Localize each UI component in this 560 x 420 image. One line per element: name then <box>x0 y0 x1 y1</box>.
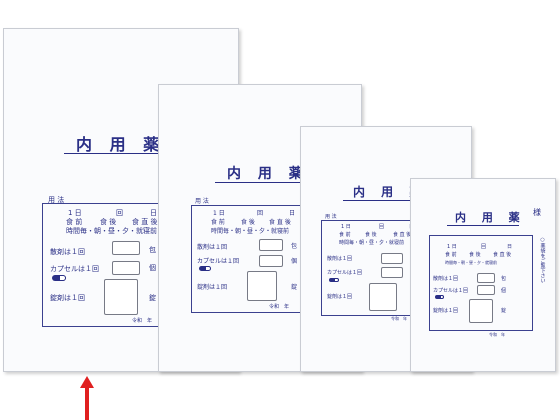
meal-right-after: 食 直 後 <box>493 252 512 258</box>
capsule-unit: 個 <box>501 288 507 294</box>
title-underline <box>64 153 184 154</box>
powder-unit: 包 <box>149 246 156 254</box>
tablet-unit: 錠 <box>501 308 507 314</box>
tablet-box <box>469 299 493 323</box>
envelope-title: 内 用 薬 <box>455 211 526 224</box>
usage-heading: 用 法 <box>195 198 209 205</box>
capsule-label: カプセルは１回 <box>197 258 240 265</box>
tablet-box <box>104 279 138 315</box>
day-label: 1 日 <box>341 224 351 230</box>
envelope-title: 内 用 薬 <box>76 135 166 154</box>
capsule-icon <box>52 275 66 281</box>
powder-box <box>477 273 495 283</box>
meal-before: 食 前 <box>339 232 351 238</box>
usage-box <box>321 220 471 316</box>
capsule-box <box>259 255 283 267</box>
envelope-title: 内 用 薬 <box>353 185 428 199</box>
meal-before: 食 前 <box>445 252 457 258</box>
capsule-label: カプセルは１回 <box>327 270 363 276</box>
capsule-box <box>477 285 495 295</box>
meal-after: 食 後 <box>241 219 255 226</box>
tablet-label: 錠剤は１回 <box>433 308 459 314</box>
date-label: 令和 年 <box>391 316 407 321</box>
usage-box <box>42 203 238 327</box>
meal-right-after: 食 直 後 <box>393 232 412 238</box>
capsule-box <box>112 261 140 275</box>
powder-label: 散剤は１回 <box>327 256 353 262</box>
times-label: 回 <box>379 224 385 230</box>
capsule-unit: 個 <box>149 264 156 272</box>
title-underline <box>343 200 433 201</box>
date-label: 令和 年 <box>269 304 290 310</box>
meal-right-after: 食 直 後 <box>132 218 158 226</box>
tablet-box <box>247 271 277 301</box>
date-label: 令和 年 <box>489 332 505 337</box>
date-label: 令和 年 <box>132 318 153 324</box>
powder-box <box>259 239 283 251</box>
tablet-label: 錠剤は１回 <box>50 294 85 302</box>
capsule-unit: 個 <box>291 258 298 265</box>
envelope-smallest: 内 用 薬 様 ○薬袋をご覧下さい 1 日 回 日 食 前 食 後 食 直 後 … <box>410 178 556 372</box>
days-label: 日 <box>507 244 513 250</box>
meal-before: 食 前 <box>211 219 225 226</box>
usage-heading: 用 法 <box>48 196 65 204</box>
usage-heading: 用 法 <box>325 214 337 220</box>
meal-right-after: 食 直 後 <box>269 219 291 226</box>
meal-after: 食 後 <box>365 232 377 238</box>
times-label: 回 <box>481 244 487 250</box>
powder-box <box>381 253 403 264</box>
capsule-icon <box>199 266 211 271</box>
meal-before: 食 前 <box>66 218 83 226</box>
sama-label: 様 <box>533 208 541 217</box>
tablet-label: 錠剤は１回 <box>327 294 353 300</box>
up-arrow-icon <box>80 376 94 420</box>
day-label: 1 日 <box>447 244 457 250</box>
usage-box <box>191 205 361 313</box>
times-label: 回 <box>257 210 264 217</box>
capsule-label: カプセルは１回 <box>433 288 469 294</box>
powder-label: 散剤は１回 <box>50 248 85 256</box>
time-row: 時間毎・朝・昼・夕・就寝前 <box>339 240 405 246</box>
powder-unit: 包 <box>291 243 298 250</box>
time-row: 時間毎・朝・昼・夕・就寝前 <box>66 227 157 235</box>
day-label: 1 日 <box>68 209 82 217</box>
time-row: 時間毎・朝・昼・夕・就寝前 <box>211 228 290 235</box>
powder-box <box>112 241 140 255</box>
day-label: 1 日 <box>213 210 225 217</box>
powder-label: 散剤は１回 <box>433 276 459 282</box>
capsule-box <box>381 267 403 278</box>
capsule-label: カプセルは１回 <box>50 265 99 273</box>
powder-unit: 包 <box>501 276 507 282</box>
capsule-icon <box>329 278 339 282</box>
capsule-icon <box>435 295 444 299</box>
meal-after: 食 後 <box>100 218 117 226</box>
days-label: 日 <box>289 210 296 217</box>
time-row: 時間毎・朝・昼・夕・就寝前 <box>445 260 497 265</box>
days-label: 日 <box>150 209 157 217</box>
title-underline <box>215 182 319 183</box>
title-underline <box>447 225 519 226</box>
side-note: ○薬袋をご覧下さい <box>539 237 546 283</box>
times-label: 回 <box>116 209 123 217</box>
tablet-unit: 錠 <box>291 284 298 291</box>
tablet-box <box>369 283 397 311</box>
tablet-label: 錠剤は１回 <box>197 284 228 291</box>
meal-after: 食 後 <box>469 252 481 258</box>
powder-label: 散剤は１回 <box>197 244 228 251</box>
envelope-title: 内 用 薬 <box>227 166 309 182</box>
usage-box <box>429 235 533 331</box>
tablet-unit: 錠 <box>149 294 156 302</box>
